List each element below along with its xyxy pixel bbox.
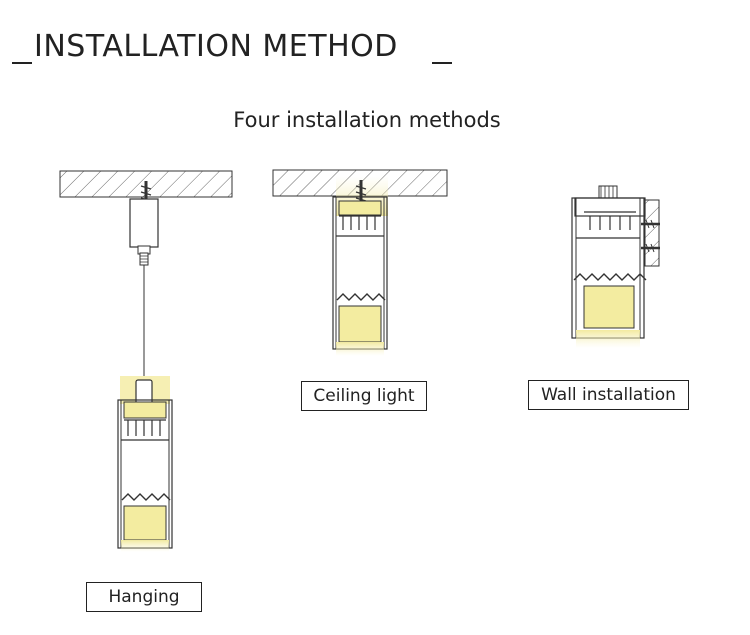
wall-profile [571, 197, 647, 348]
hanging-profile [117, 399, 173, 552]
ceiling-diagram [272, 169, 448, 356]
hanging-mount-block [129, 198, 159, 248]
hanging-label: Hanging [86, 582, 202, 612]
ceiling-profile [332, 196, 388, 356]
heading-rule-left [12, 62, 32, 64]
hanging-diagram [59, 170, 233, 552]
subtitle: Four installation methods [233, 108, 501, 132]
heading-rule-right [432, 62, 452, 64]
wall-bracket [574, 197, 660, 267]
hanging-cable-gripper [139, 252, 149, 266]
ceiling-light-label: Ceiling light [301, 381, 427, 411]
wall-installation-label: Wall installation [528, 380, 689, 410]
wall-top-connector [598, 185, 618, 199]
wall-diagram [571, 185, 660, 348]
page-title: INSTALLATION METHOD [34, 29, 398, 64]
section-heading: INSTALLATION METHOD [12, 28, 452, 68]
